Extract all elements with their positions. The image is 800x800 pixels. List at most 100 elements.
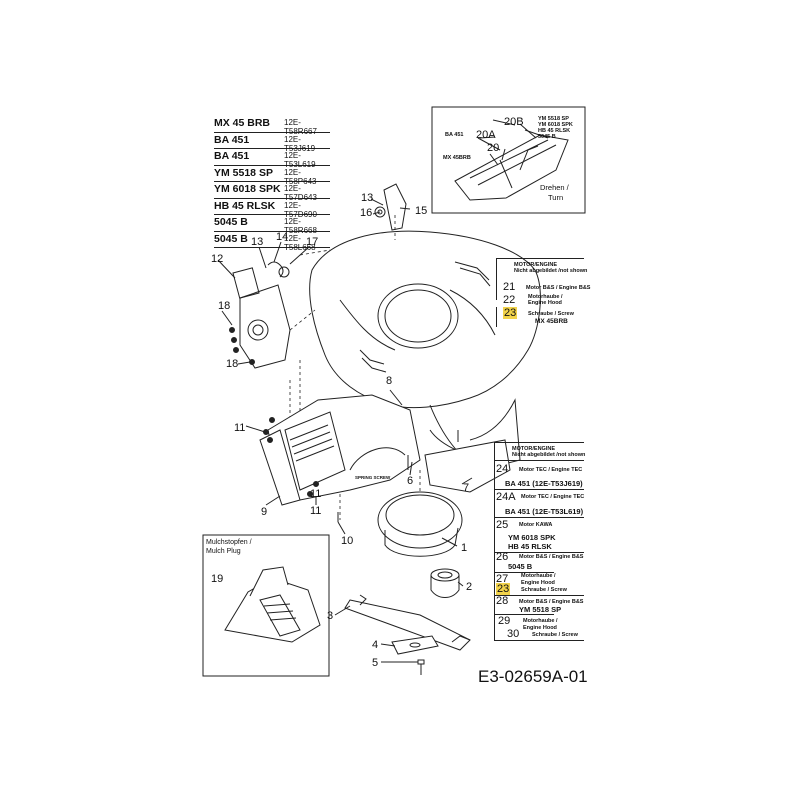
hood-inset-frame bbox=[431, 106, 586, 214]
mulch-plug-frame bbox=[202, 534, 330, 677]
model-name: 5045 B bbox=[214, 232, 248, 245]
mulch-title: Mulchstopfen / bbox=[206, 539, 252, 546]
callout-15: 15 bbox=[415, 205, 428, 217]
callout-5: 5 bbox=[372, 657, 379, 669]
inset-model-4: 5045 B bbox=[538, 134, 556, 140]
callout-9: 9 bbox=[261, 506, 268, 518]
ref-30: 30 bbox=[507, 628, 520, 640]
model-code: 12E-T53J619 bbox=[284, 134, 316, 153]
ref-27: 27 bbox=[496, 573, 509, 585]
ref-23b-highlight: 23 bbox=[496, 583, 511, 595]
box1-header: MOTOR/ENGINE bbox=[514, 262, 557, 268]
inset-label-mx45brb: MX 45BRB bbox=[443, 155, 471, 161]
ref-24-model: BA 451 (12E-T53J619) bbox=[505, 479, 583, 488]
ref-29-text: Motorhaube / bbox=[523, 618, 558, 624]
callout-18b: 18 bbox=[226, 358, 239, 370]
model-code: 12E-T58P643 bbox=[284, 167, 317, 186]
turn-label: Drehen / bbox=[540, 183, 569, 192]
model-code: 12E-T57D643 bbox=[284, 184, 317, 202]
drawing-id: E3-02659A-01 bbox=[478, 667, 588, 686]
model-name: BA 451 bbox=[214, 150, 250, 162]
model-name: BA 451 bbox=[214, 133, 250, 146]
model-code: 12E-T57D690 bbox=[284, 200, 317, 219]
ref-22-text: Motorhaube / bbox=[528, 294, 563, 300]
callout-17: 17 bbox=[306, 236, 319, 248]
callout-1: 1 bbox=[461, 542, 468, 554]
callout-7: 7 bbox=[463, 482, 470, 494]
callout-8: 8 bbox=[386, 375, 393, 387]
box2-header: MOTOR/ENGINE bbox=[512, 446, 555, 452]
model-row: YM 5518 SP 12E-T58P643 bbox=[214, 166, 330, 186]
ref-29: 29 bbox=[498, 615, 511, 627]
callout-18a: 18 bbox=[218, 300, 231, 312]
ref-24a-model: BA 451 (12E-T53L619) bbox=[505, 507, 584, 516]
model-code: 12E-T58R668 bbox=[284, 217, 317, 235]
inset-model-3: HB 45 RLSK bbox=[538, 128, 571, 134]
spring-part bbox=[232, 267, 260, 299]
ref-24a: 24A bbox=[496, 491, 516, 503]
ref-27-text2: Engine Hood bbox=[521, 580, 555, 586]
ref-20b: 20B bbox=[504, 116, 524, 128]
spring-screw-label: SPRING SCREW bbox=[355, 475, 391, 480]
inset-model-2: YM 6018 SPK bbox=[538, 122, 573, 128]
ref-30-text: Schraube / Screw bbox=[532, 632, 578, 638]
ref-25-model-1: YM 6018 SPK bbox=[508, 533, 556, 542]
callout-11c: 11 bbox=[310, 488, 322, 500]
ref-25-model-2: HB 45 RLSK bbox=[508, 542, 552, 551]
callout-14: 14 bbox=[276, 231, 289, 243]
model-code: 12E-T58R667 bbox=[284, 118, 317, 136]
ref-20a: 20A bbox=[476, 129, 496, 141]
turn-label-en: Turn bbox=[548, 193, 564, 202]
inset-label-ba451: BA 451 bbox=[445, 132, 464, 138]
model-code: 12E-T58L668 bbox=[284, 233, 316, 252]
model-row: BA 451 12E-T53J619 bbox=[214, 133, 330, 153]
callout-13a: 13 bbox=[251, 236, 264, 248]
engine-box-1 bbox=[496, 258, 585, 300]
ref-23-highlight: 23 bbox=[503, 307, 518, 319]
callout-6: 6 bbox=[407, 475, 414, 487]
callout-2: 2 bbox=[466, 581, 473, 593]
ref-23-text: Schraube / Screw bbox=[528, 311, 574, 317]
ref-28-text: Motor B&S / Engine B&S bbox=[519, 599, 584, 605]
ref-25: 25 bbox=[496, 519, 509, 531]
ref-28: 28 bbox=[496, 595, 509, 607]
mulch-title-en: Mulch Plug bbox=[206, 548, 241, 555]
model-row: HB 45 RLSK 12E-T57D690 bbox=[214, 199, 330, 219]
ref-21: 21 bbox=[503, 281, 516, 293]
ref-26-model: 5045 B bbox=[508, 562, 533, 571]
callout-11a: 11 bbox=[234, 422, 246, 434]
ref-24-text: Motor TEC / Engine TEC bbox=[519, 467, 583, 473]
ref-29-text2: Engine Hood bbox=[523, 625, 557, 631]
model-row: 5045 B 12E-T58R668 bbox=[214, 215, 330, 235]
ref-21-text: Motor B&S / Engine B&S bbox=[526, 285, 591, 291]
blade bbox=[344, 599, 471, 651]
ref-22: 22 bbox=[503, 294, 516, 306]
inset-model-1: YM 5518 SP bbox=[538, 116, 569, 122]
model-name: YM 6018 SPK bbox=[214, 183, 281, 195]
ref-27-text: Motorhaube / bbox=[521, 573, 556, 579]
callout-11b: 11 bbox=[310, 505, 322, 517]
callout-12: 12 bbox=[211, 253, 224, 265]
box2-subheader: Nicht abgebildet /not shown bbox=[512, 452, 586, 458]
model-name: 5045 B bbox=[214, 216, 248, 228]
callout-4: 4 bbox=[372, 639, 379, 651]
ref-26-text: Motor B&S / Engine B&S bbox=[519, 554, 584, 560]
deck-opening bbox=[377, 283, 459, 349]
ref-24a-text: Motor TEC / Engine TEC bbox=[521, 494, 585, 500]
model-name: YM 5518 SP bbox=[214, 166, 273, 179]
ref-26: 26 bbox=[496, 551, 509, 563]
callout-3: 3 bbox=[327, 610, 334, 622]
ref-23b-text: Schraube / Screw bbox=[521, 587, 567, 593]
ref-24: 24 bbox=[496, 463, 509, 475]
model-row: 5045 B 12E-T58L668 bbox=[214, 232, 330, 252]
wheel-bracket bbox=[239, 284, 291, 369]
ref-20: 20 bbox=[487, 142, 500, 154]
ref-25-text: Motor KAWA bbox=[519, 522, 553, 528]
ref-19: 19 bbox=[211, 573, 224, 585]
model-code: 12E-T53L619 bbox=[284, 151, 316, 169]
model-name: HB 45 RLSK bbox=[214, 199, 276, 212]
